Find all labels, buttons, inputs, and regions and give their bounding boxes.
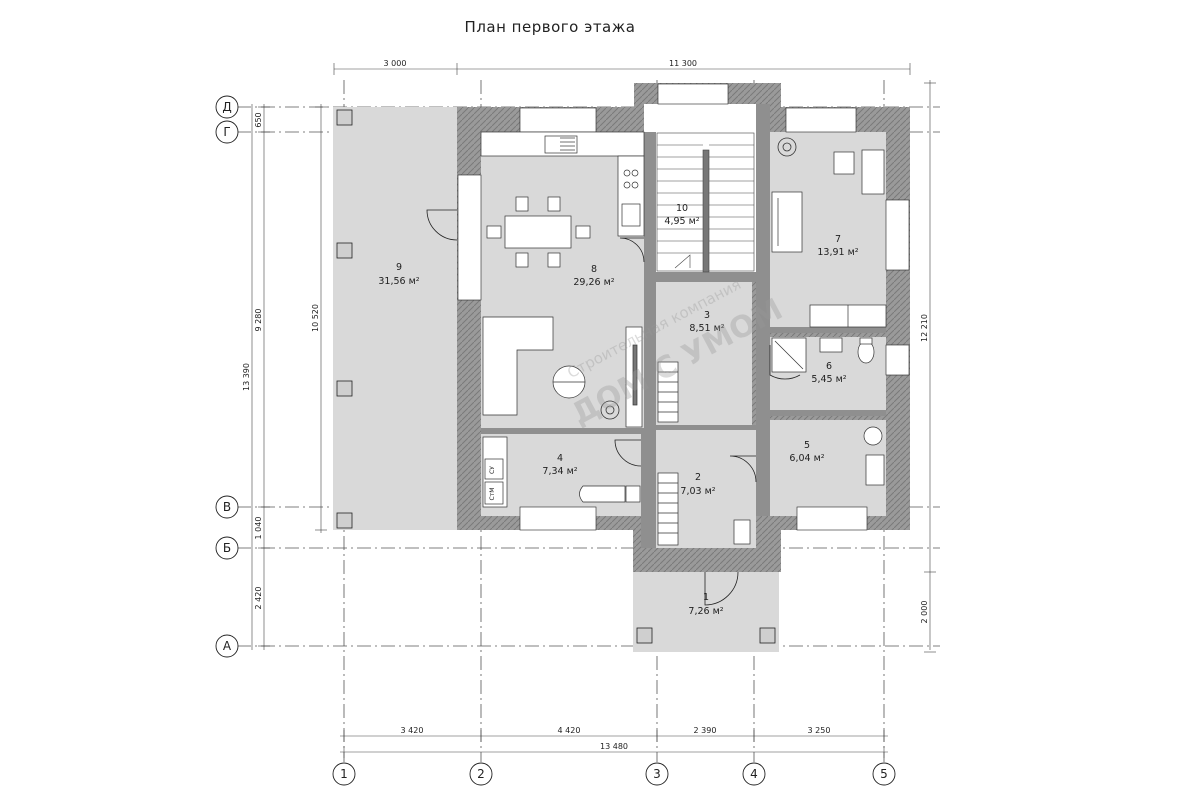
dim-top-left: 3 000 [384, 59, 407, 68]
room-1-area: 7,26 м² [688, 606, 723, 617]
dim-bottom-3-4: 2 390 [694, 726, 717, 735]
dim-left-b-a: 2 420 [254, 587, 263, 610]
windows [457, 83, 910, 531]
room-10-num: 10 [676, 203, 688, 214]
row-axis-markers: Д Г В Б А [215, 95, 239, 658]
axis-row-v: В [223, 500, 231, 514]
room-1-num: 1 [703, 592, 709, 603]
room-7-area: 13,91 м² [817, 247, 858, 258]
dim-left-d-g: 650 [254, 112, 263, 127]
partitions [481, 104, 886, 548]
room-1-porch [633, 572, 779, 652]
dim-left-total: 13 390 [242, 363, 251, 391]
room-3-num: 3 [704, 310, 710, 321]
dim-bottom-1-2: 3 420 [401, 726, 424, 735]
room-labels: 1 7,26 м² 2 7,03 м² 3 8,51 м² 4 7,34 м² … [378, 203, 858, 617]
axis-row-b: Б [223, 541, 231, 555]
room-3-area: 8,51 м² [689, 323, 724, 334]
staircase [656, 132, 755, 273]
dryer-label: СУ [489, 466, 496, 474]
plan-title: План первого этажа [464, 18, 636, 36]
dim-left-v-b: 1 040 [254, 517, 263, 540]
dim-left-inner: 10 520 [311, 304, 320, 332]
room-9-num: 9 [396, 262, 402, 273]
columns [336, 109, 776, 644]
room-8-area: 29,26 м² [573, 277, 614, 288]
room-7-num: 7 [835, 234, 841, 245]
room-6-num: 6 [826, 361, 832, 372]
room-4-area: 7,34 м² [542, 466, 577, 477]
washer-label: СтМ [489, 488, 496, 501]
dim-bottom-4-5: 3 250 [808, 726, 831, 735]
axis-col-5: 5 [880, 767, 888, 781]
room-8-num: 8 [591, 264, 597, 275]
room-9-terrace [333, 107, 457, 530]
axis-col-2: 2 [477, 767, 485, 781]
doors [426, 209, 801, 606]
dim-bottom-total: 13 480 [600, 742, 628, 751]
axis-col-4: 4 [750, 767, 758, 781]
axis-row-d: Д [222, 100, 231, 114]
dim-right-porch: 2 000 [920, 601, 929, 624]
plants [600, 137, 797, 420]
col-axis-markers: 1 2 3 4 5 [332, 762, 896, 786]
dim-bottom-2-3: 4 420 [558, 726, 581, 735]
dim-right-total: 12 210 [920, 314, 929, 342]
dimension-texts: 3 000 11 300 650 9 280 1 040 2 420 13 39… [242, 59, 929, 751]
axis-col-3: 3 [653, 767, 661, 781]
room-9-area: 31,56 м² [378, 276, 419, 287]
room-4-num: 4 [557, 453, 563, 464]
dim-left-g-v: 9 280 [254, 309, 263, 332]
furniture [480, 131, 887, 546]
axis-row-g: Г [223, 125, 230, 139]
dimension-lines [251, 63, 936, 758]
axis-col-1: 1 [340, 767, 348, 781]
room-6-area: 5,45 м² [811, 374, 846, 385]
room-10-area: 4,95 м² [664, 216, 699, 227]
room-2-area: 7,03 м² [680, 486, 715, 497]
room-2-num: 2 [695, 472, 701, 483]
dim-top-total: 11 300 [669, 59, 697, 68]
axis-row-a: А [223, 639, 232, 653]
room-5-num: 5 [804, 440, 810, 451]
room-5-area: 6,04 м² [789, 453, 824, 464]
